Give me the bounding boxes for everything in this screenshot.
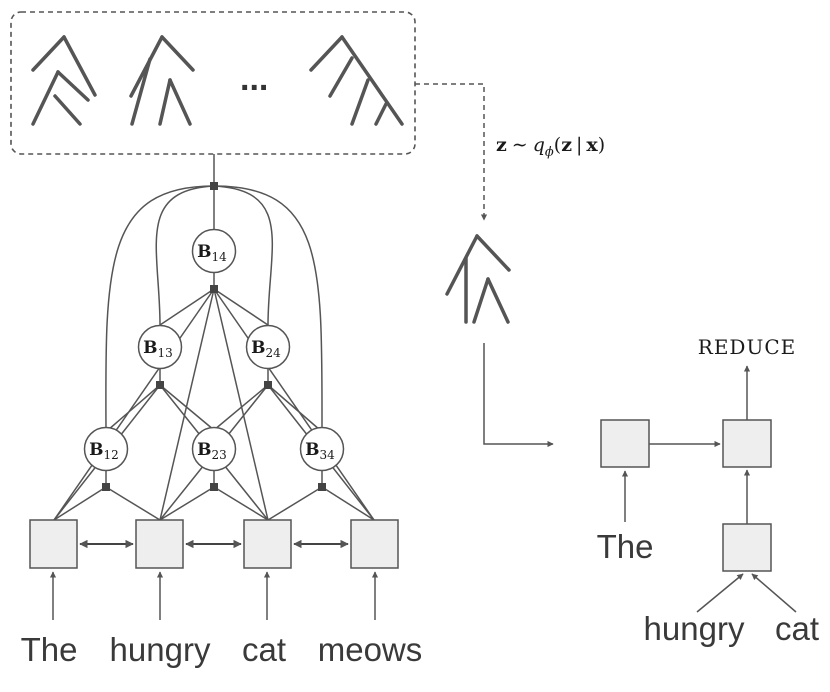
word-cat: cat	[242, 631, 286, 668]
factor-b13	[156, 381, 164, 389]
stack-box-the	[600, 419, 650, 468]
span-node-b13: B13	[137, 324, 183, 370]
embedding-box-meows	[350, 519, 399, 569]
svg-text:B23: B23	[197, 440, 227, 462]
embedding-box-hungry	[135, 519, 184, 569]
sample-tree-icon-2	[129, 35, 195, 126]
span-node-b24: B24	[245, 324, 291, 370]
sample-tree-icon-3	[309, 35, 404, 126]
word-meows: meows	[318, 631, 423, 668]
reduce-action-label: REDUCE	[698, 335, 796, 359]
svg-text:B24: B24	[251, 338, 281, 360]
word-embedding-boxes	[29, 519, 399, 569]
embedding-box-cat	[243, 519, 292, 569]
stack-word-the: The	[597, 528, 654, 565]
svg-text:B12: B12	[89, 440, 119, 462]
factor-b12	[102, 483, 110, 491]
factor-b34	[318, 483, 326, 491]
stack-word-cat: cat	[775, 610, 819, 647]
span-node-b14: B14	[191, 228, 237, 274]
svg-text:B34: B34	[305, 440, 335, 462]
factor-b23	[210, 483, 218, 491]
word-hungry: hungry	[110, 631, 211, 668]
embedding-box-the	[29, 519, 78, 569]
span-node-b12: B12	[83, 426, 129, 472]
sampled-tree-icon	[445, 234, 511, 324]
factor-root	[210, 182, 218, 190]
stack-box-composed	[722, 419, 772, 468]
parse-forest: B14 B13 B24 B12 B23 B34	[21, 154, 423, 668]
svg-text:B14: B14	[197, 242, 227, 264]
sampling-path: z∼qϕ(z|x)	[415, 83, 605, 448]
sentence: The hungry cat meows	[21, 631, 423, 668]
tree-samples-box	[10, 11, 416, 155]
ellipsis-label: ...	[240, 60, 268, 98]
sampling-formula: z∼qϕ(z|x)	[496, 134, 605, 160]
tree-samples-panel: ...	[10, 11, 416, 155]
rnng-stack: REDUCE The hungry cat	[597, 335, 819, 647]
factor-markers	[102, 182, 326, 491]
stack-word-hungry: hungry	[644, 610, 745, 647]
composition-box	[722, 523, 772, 572]
input-arrows	[49, 571, 379, 620]
span-node-b23: B23	[191, 426, 237, 472]
span-node-b34: B34	[299, 426, 345, 472]
sample-tree-icon-1	[31, 35, 97, 126]
factor-b14	[210, 285, 218, 293]
factor-b24	[264, 381, 272, 389]
svg-text:B13: B13	[143, 338, 173, 360]
word-the: The	[21, 631, 78, 668]
